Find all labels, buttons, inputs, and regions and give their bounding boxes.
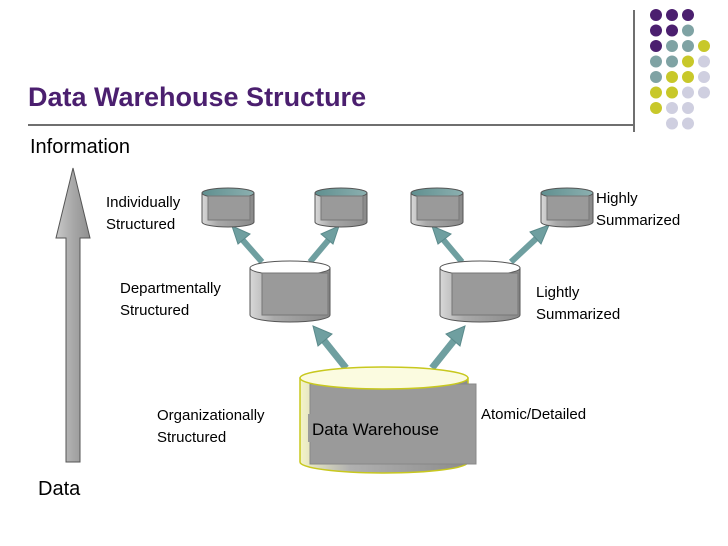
arrow-dw-to-lightly bbox=[429, 325, 466, 371]
dot-grid-dot bbox=[650, 55, 662, 68]
db-individual-1 bbox=[201, 187, 255, 228]
arrow-dept-to-individual-right bbox=[307, 225, 340, 264]
dot-grid-dot bbox=[698, 40, 710, 52]
db-departmental bbox=[249, 260, 331, 323]
arrow-light-to-high-right bbox=[508, 224, 550, 265]
dot-grid-dot bbox=[682, 9, 694, 21]
dot-grid-dot bbox=[682, 102, 694, 114]
dot-grid-dot bbox=[650, 24, 662, 37]
dot-grid-dot bbox=[650, 40, 662, 52]
dot-grid-dot bbox=[682, 117, 694, 130]
dot-grid-dot bbox=[650, 71, 662, 83]
label-organizationally-structured: Organizationally Structured bbox=[157, 407, 265, 446]
dot-grid-dot bbox=[682, 71, 694, 83]
label-departmentally-structured: Departmentally Structured bbox=[120, 280, 221, 319]
dot-grid-dot bbox=[682, 24, 694, 37]
dot-grid-dot bbox=[666, 24, 678, 37]
label-individually-structured: Individually Structured bbox=[106, 194, 181, 233]
dot-grid-dot bbox=[666, 86, 678, 99]
axis-label-information: Information bbox=[30, 136, 131, 158]
dot-grid-dot bbox=[666, 117, 678, 130]
db-individual-2 bbox=[314, 187, 368, 228]
axis-label-data: Data bbox=[38, 478, 81, 500]
dot-grid-dot bbox=[666, 40, 678, 52]
db-summary-2 bbox=[540, 187, 594, 228]
dot-grid-dot bbox=[666, 9, 678, 21]
arrow-light-to-high-left bbox=[431, 225, 465, 264]
label-atomic-detailed: Atomic/Detailed bbox=[481, 406, 587, 423]
corner-divider bbox=[633, 10, 635, 132]
dot-grid-dot bbox=[698, 71, 710, 83]
dot-grid-dot bbox=[650, 9, 662, 21]
dot-grid-icon bbox=[650, 9, 710, 130]
label-lightly-summarized: Lightly Summarized bbox=[536, 284, 621, 323]
db-summary-1 bbox=[410, 187, 464, 228]
dot-grid-dot bbox=[682, 86, 694, 99]
db-lightly-summarized bbox=[439, 260, 521, 323]
vertical-axis-arrow bbox=[55, 167, 91, 463]
data-warehouse-cylinder bbox=[299, 366, 477, 474]
dot-grid-dot bbox=[698, 86, 710, 99]
title-divider bbox=[28, 124, 634, 126]
dot-grid-dot bbox=[682, 40, 694, 52]
dot-grid-dot bbox=[650, 102, 662, 114]
page-title: Data Warehouse Structure bbox=[28, 82, 367, 112]
dot-grid-dot bbox=[666, 71, 678, 83]
arrow-dept-to-individual-left bbox=[231, 225, 265, 264]
arrow-dw-to-departmental bbox=[312, 325, 349, 371]
label-highly-summarized: Highly Summarized bbox=[596, 190, 681, 229]
data-warehouse-label: Data Warehouse bbox=[312, 420, 439, 439]
dot-grid-dot bbox=[650, 86, 662, 99]
dot-grid-dot bbox=[698, 55, 710, 68]
dot-grid-dot bbox=[666, 102, 678, 114]
dot-grid-dot bbox=[666, 55, 678, 68]
dot-grid-dot bbox=[682, 55, 694, 68]
